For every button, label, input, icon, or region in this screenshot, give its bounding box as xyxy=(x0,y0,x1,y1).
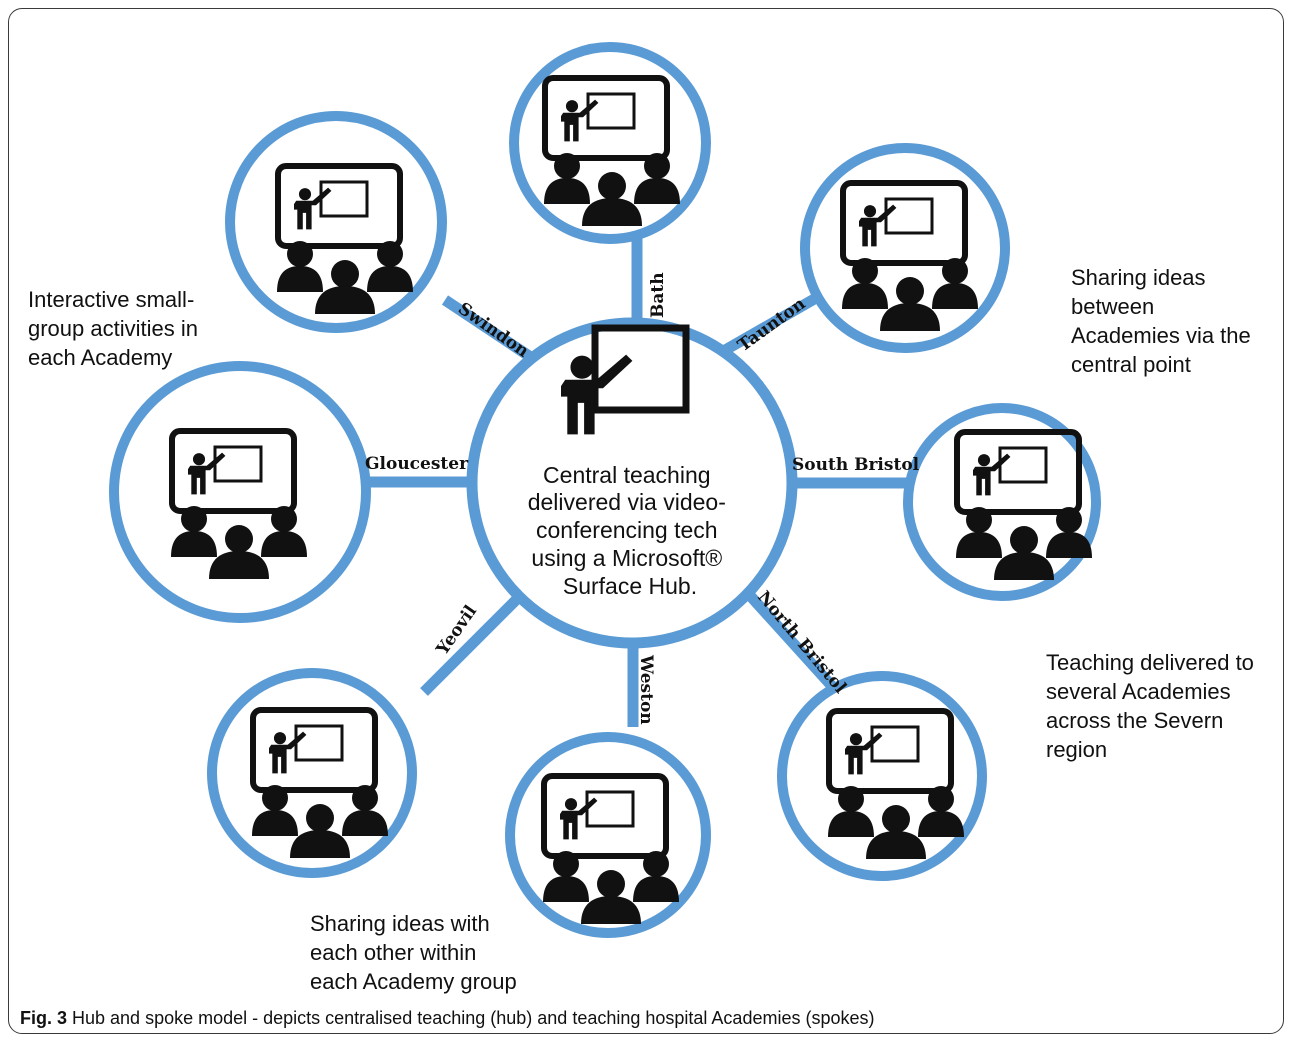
connector-yeovil xyxy=(420,590,526,696)
hub-text-line: delivered via video- xyxy=(528,489,726,515)
hub-ring xyxy=(466,317,798,649)
hub-text-line: conferencing tech xyxy=(536,517,718,543)
spoke-label-south-bristol: South Bristol xyxy=(792,455,920,475)
connector-taunton xyxy=(717,285,833,358)
note-sharing-within-group: Sharing ideas with each other within eac… xyxy=(310,911,517,994)
note-interactive-activities: Interactive small- group activities in e… xyxy=(28,287,198,370)
spoke-ring-gloucester xyxy=(109,361,371,623)
note-sharing-between-academies: Sharing ideas between Academies via the … xyxy=(1071,265,1251,377)
connector-lines xyxy=(360,232,912,727)
spoke-label-north-bristol: North Bristol xyxy=(753,587,850,698)
connector-swindon xyxy=(441,295,539,365)
hub-description: Central teaching delivered via video- co… xyxy=(528,462,733,599)
teacher-at-board-icon xyxy=(561,324,690,435)
note-teaching-delivered: Teaching delivered to several Academies … xyxy=(1046,650,1254,762)
spoke-label-taunton: Taunton xyxy=(734,294,809,356)
figure-frame xyxy=(8,8,1284,1034)
spoke-label-swindon: Swindon xyxy=(454,299,532,362)
spoke-label-yeovil: Yeovil xyxy=(432,601,481,659)
spoke-label-weston: Weston xyxy=(636,654,656,725)
hub-text-line: Central teaching xyxy=(543,462,711,488)
spoke-label-gloucester: Gloucester xyxy=(365,454,469,474)
hub-text-line: Surface Hub. xyxy=(563,573,697,599)
hub-text-line: using a Microsoft® xyxy=(531,545,722,571)
caption-text: Hub and spoke model - depicts centralise… xyxy=(67,1008,875,1028)
figure-caption: Fig. 3 Hub and spoke model - depicts cen… xyxy=(20,1008,874,1029)
spoke-label-bath: Bath xyxy=(648,272,668,318)
caption-label: Fig. 3 xyxy=(20,1008,68,1028)
connector-north-bristol xyxy=(740,586,845,699)
